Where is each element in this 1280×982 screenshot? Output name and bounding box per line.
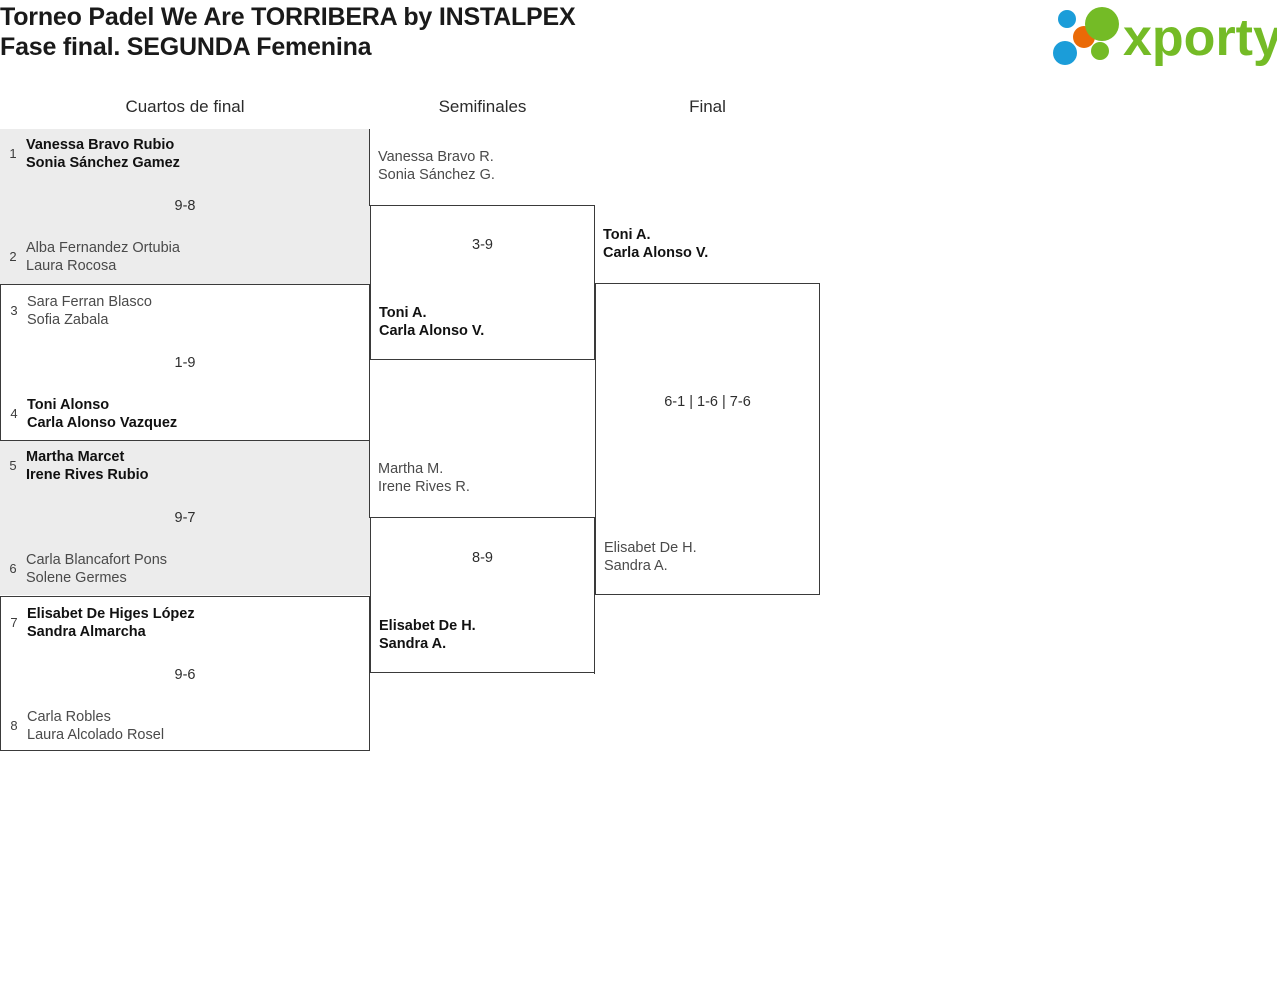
player-1: Toni A. [603,227,651,243]
seed-number: 5 [9,458,17,473]
team-names: Elisabet De H. Sandra A. [596,539,697,575]
connector-qf1-to-sf1 [369,129,370,206]
score-qf-4: 9-6 [174,667,196,683]
player-1: Alba Fernandez Ortubia [26,240,180,256]
player-1: Martha Marcet [26,449,125,465]
player-1: Vanessa Bravo R. [378,149,494,165]
match-box-sf-1[interactable]: 3-9 Toni A. Carla Alonso V. [370,205,595,360]
logo-dot-blue-small [1058,10,1076,28]
team-names: Elisabet De H. Sandra A. [371,617,476,653]
seed-number: 2 [9,249,17,264]
player-2: Carla Alonso V. [379,323,485,339]
xporty-logo-svg: xporty [1053,7,1280,67]
seed-number: 4 [10,406,18,421]
player-2: Carla Alonso V. [603,245,709,261]
team-names: Toni A. Carla Alonso V. [595,226,708,262]
logo-dot-green-small [1091,42,1109,60]
player-1: Elisabet De H. [379,618,476,634]
player-2: Laura Alcolado Rosel [27,727,165,743]
seed-number: 6 [9,561,17,576]
team-names: Martha M. Irene Rives R. [370,460,470,496]
team-sf1-top: Vanessa Bravo R. Sonia Sánchez G. [370,148,595,184]
player-2: Irene Rives Rubio [26,467,149,483]
player-2: Sonia Sánchez G. [378,167,495,183]
player-2: Carla Alonso Vazquez [27,415,178,431]
score-qf-1: 9-8 [174,198,196,214]
score-sf-2: 8-9 [472,550,493,566]
player-1: Elisabet De Higes López [27,606,195,622]
connector-qf3-to-sf2 [369,441,370,518]
team-names: Toni A. Carla Alonso V. [371,304,484,340]
logo-wordmark: xporty [1123,9,1277,66]
team-sf2-bottom: Elisabet De H. Sandra A. [371,617,594,653]
player-2: Sandra A. [379,636,447,652]
connector-sf2-to-final [594,594,595,674]
match-box-final[interactable]: 6-1 | 1-6 | 7-6 Elisabet De H. Sandra A. [595,283,820,595]
logo-dot-green-large [1085,7,1119,41]
seed-number: 1 [9,146,17,161]
page-title-line1: Torneo Padel We Are TORRIBERA by INSTALP… [0,3,576,31]
score-qf-3: 9-7 [174,510,196,526]
player-1: Martha M. [378,461,444,477]
team-names: Vanessa Bravo R. Sonia Sánchez G. [370,148,495,184]
player-1: Toni A. [379,305,427,321]
page-title-line2: Fase final. SEGUNDA Femenina [0,33,372,61]
player-2: Laura Rocosa [26,258,117,274]
player-2: Sofia Zabala [27,312,109,328]
player-2: Irene Rives R. [378,479,470,495]
player-1: Carla Robles [27,709,111,725]
team-sf1-bottom: Toni A. Carla Alonso V. [371,304,594,340]
score-sf-1: 3-9 [472,237,493,253]
player-1: Sara Ferran Blasco [27,294,152,310]
player-1: Toni Alonso [27,397,110,413]
team-final-top: Toni A. Carla Alonso V. [595,226,820,262]
team-final-bottom: Elisabet De H. Sandra A. [596,539,819,575]
player-1: Vanessa Bravo Rubio [26,137,175,153]
player-2: Sandra Almarcha [27,624,146,640]
player-1: Carla Blancafort Pons [26,552,168,568]
round-header-quarterfinals: Cuartos de final [125,97,245,116]
player-2: Sonia Sánchez Gamez [26,155,180,171]
round-header-semifinals: Semifinales [438,97,527,116]
score-qf-2: 1-9 [174,355,196,371]
player-2: Solene Germes [26,570,127,586]
seed-number: 8 [10,718,18,733]
round-header-final: Final [689,97,726,116]
connector-qf4-to-sf2 [369,673,370,751]
seed-number: 7 [10,615,18,630]
xporty-logo: xporty [1045,4,1280,67]
connector-qf2-to-sf1 [369,360,370,442]
seed-number: 3 [10,303,18,318]
match-box-sf-2[interactable]: 8-9 Elisabet De H. Sandra A. [370,517,595,673]
page-title: Torneo Padel We Are TORRIBERA by INSTALP… [0,2,576,62]
player-1: Elisabet De H. [604,540,697,556]
score-final: 6-1 | 1-6 | 7-6 [664,394,751,410]
player-2: Sandra A. [604,558,668,574]
connector-sf1-to-final [594,205,595,284]
team-sf2-top: Martha M. Irene Rives R. [370,460,595,496]
logo-dot-blue-large [1053,41,1077,65]
